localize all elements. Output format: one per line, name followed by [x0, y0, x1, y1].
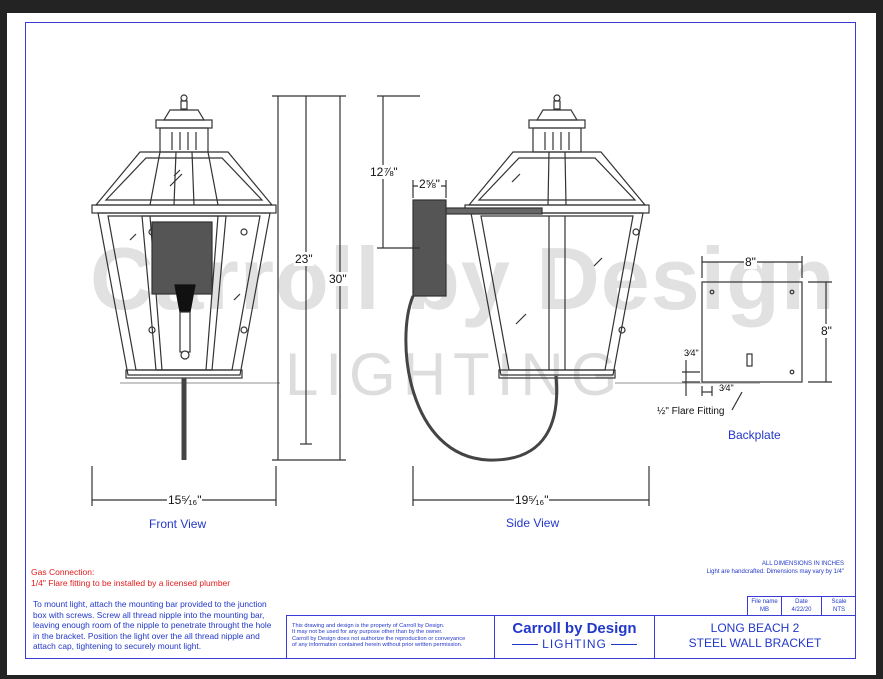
backplate-dim-offset-v: 3⁄4" — [684, 348, 699, 358]
date-value: 4/22/20 — [791, 607, 812, 613]
front-view-title: Front View — [149, 517, 207, 531]
file-name-label: File name — [751, 599, 778, 605]
watermark-brand: Carroll by Design — [90, 229, 836, 328]
info-block: File name MB Date 4/22/20 Scale NTS — [747, 596, 856, 616]
side-view-title: Side View — [506, 516, 560, 530]
date-cell: Date 4/22/20 — [782, 597, 822, 616]
backplate-dim-height: 8" — [820, 324, 833, 338]
side-view-lantern — [404, 94, 650, 462]
flare-fitting-label: ½" Flare Fitting — [657, 406, 725, 417]
mount-line: in the bracket. Position the light over … — [33, 630, 260, 641]
product-line-2: STEEL WALL BRACKET — [688, 636, 822, 650]
front-dim-23: 23" — [294, 252, 314, 266]
product-name: LONG BEACH 2 STEEL WALL BRACKET — [655, 616, 855, 658]
drawing-sheet — [7, 13, 876, 675]
legal-line: It may not be used for any purpose other… — [292, 629, 443, 636]
front-dim-30: 30" — [328, 272, 348, 286]
dimensions-note-1: ALL DIMENSIONS IN INCHES — [761, 561, 844, 567]
company-name: Carroll by Design — [512, 620, 637, 637]
backplate-outline — [701, 281, 803, 383]
company-sub-text: LIGHTING — [542, 637, 607, 651]
side-dim-depth: 19⁵⁄₁₆" — [514, 493, 550, 507]
side-dim-drop: 12⅞" — [369, 165, 399, 179]
side-dim-bracket: 2⅝" — [418, 177, 441, 191]
company-sub: LIGHTING — [495, 637, 654, 651]
legal-notice: This drawing and design is the property … — [287, 616, 495, 658]
backplate-dim-width: 8" — [744, 255, 757, 269]
mount-line: attach cap, tightening to securely mount… — [33, 641, 202, 652]
mount-line: box with screws. Screw all thread nipple… — [33, 609, 265, 620]
mount-line: leaving enough room of the nipple to pen… — [33, 620, 272, 631]
backplate-title: Backplate — [728, 428, 781, 442]
product-line-1: LONG BEACH 2 — [710, 621, 800, 635]
scale-label: Scale — [831, 599, 847, 605]
company-logo: Carroll by Design LIGHTING — [495, 616, 655, 658]
backplate-dim-offset-h: 3⁄4" — [719, 383, 734, 393]
scale-cell: Scale NTS — [822, 597, 856, 616]
legal-line: of any information contained herein with… — [292, 642, 463, 649]
mounting-instructions: To mount light, attach the mounting bar … — [33, 599, 283, 652]
dimensions-note-2: Light are handcrafted. Dimensions may va… — [706, 569, 844, 575]
front-dim-width: 15⁵⁄₁₆" — [167, 493, 203, 507]
mount-line: To mount light, attach the mounting bar … — [33, 599, 267, 609]
gas-connection-title: Gas Connection: — [31, 567, 95, 577]
front-view-lantern — [91, 94, 277, 460]
file-name-cell: File name MB — [748, 597, 782, 616]
legal-line: This drawing and design is the property … — [292, 623, 445, 629]
date-label: Date — [795, 599, 808, 605]
title-block: This drawing and design is the property … — [286, 615, 856, 659]
scale-value: NTS — [833, 607, 845, 613]
legal-line: Carroll by Design does not authorize the… — [292, 635, 466, 642]
gas-connection-text: 1/4" Flare fitting to be installed by a … — [31, 578, 231, 588]
file-name-value: MB — [760, 607, 769, 613]
